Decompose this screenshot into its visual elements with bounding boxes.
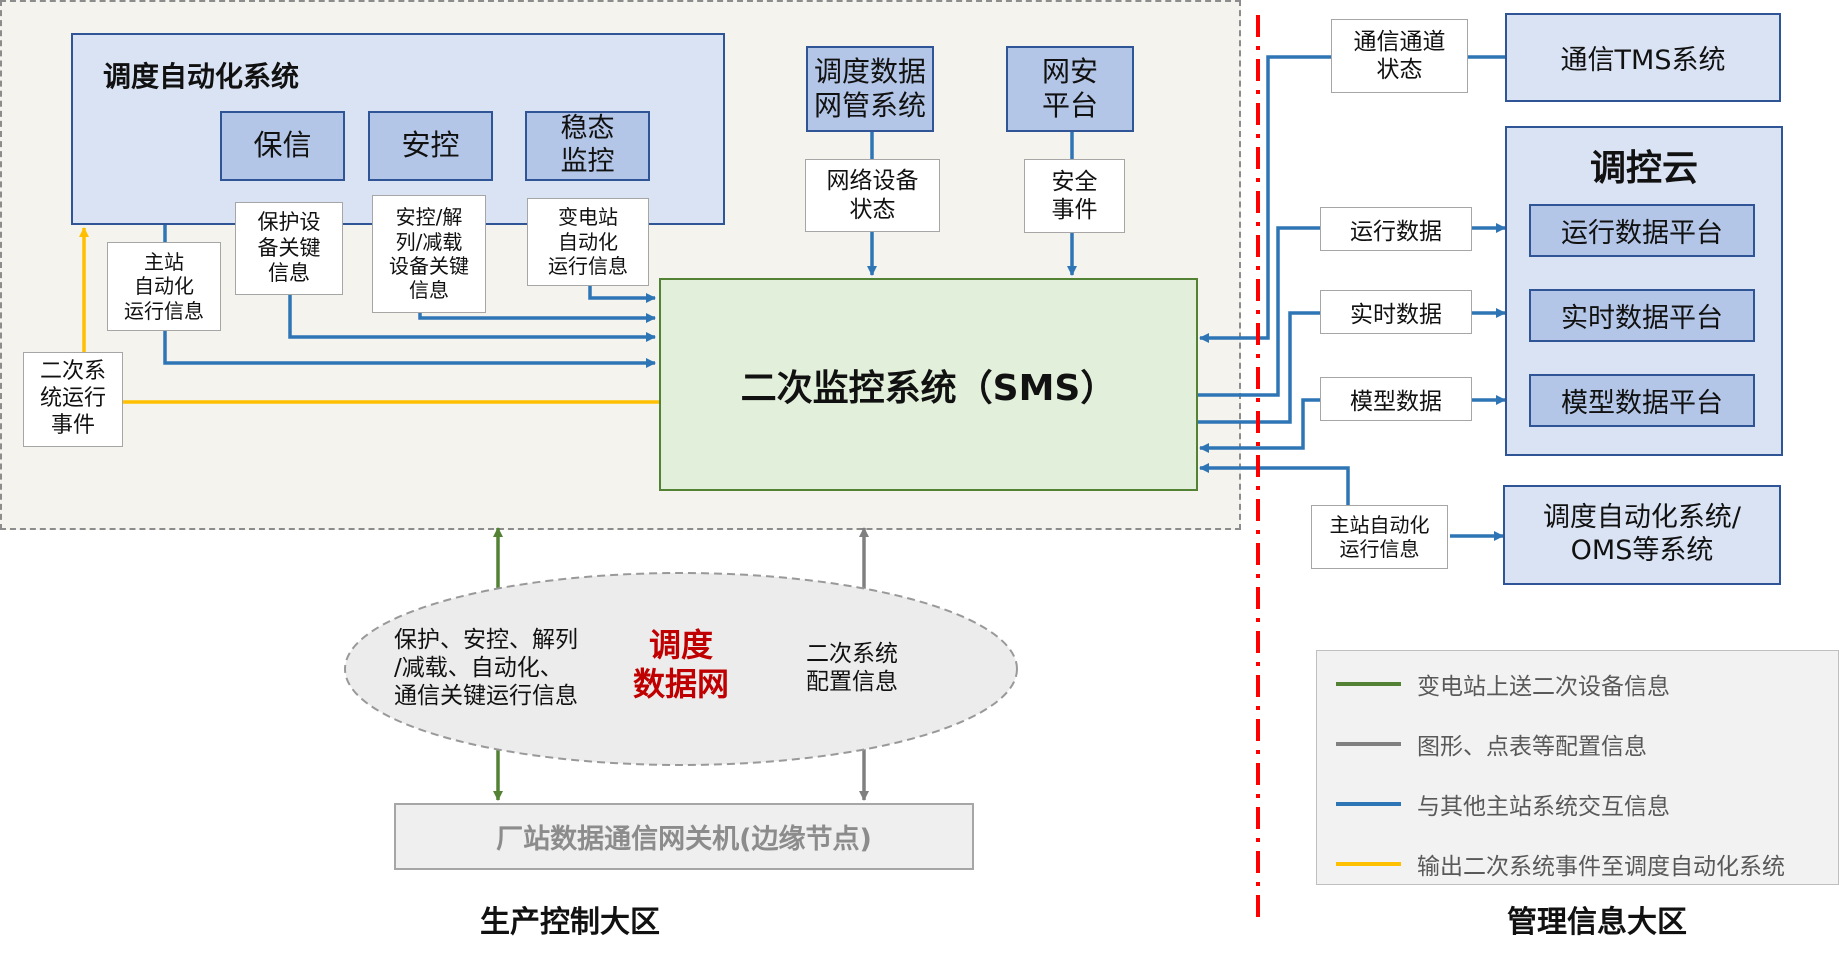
legend-label: 与其他主站系统交互信息 (1417, 794, 1670, 820)
legend-swatch (1336, 682, 1401, 686)
module-ankong[interactable]: 安控 (368, 111, 493, 181)
legend-item: 输出二次系统事件至调度自动化系统 (1317, 845, 1838, 883)
gateway-box[interactable]: 厂站数据通信网关机(边缘节点) (394, 803, 974, 870)
label-comm-status: 通信通道 状态 (1331, 19, 1468, 93)
label-station-auto-info: 变电站 自动化 运行信息 (527, 198, 649, 286)
module-steady-monitor[interactable]: 稳态 监控 (525, 111, 650, 181)
network-left-text: 保护、安控、解列 /减载、自动化、 通信关键运行信息 (394, 627, 578, 710)
cloud-model-data-platform[interactable]: 模型数据平台 (1529, 374, 1755, 427)
dispatch-auto-title: 调度自动化系统 (103, 60, 300, 93)
sms-system[interactable]: 二次监控系统（SMS） (659, 278, 1198, 491)
wire-comm-status (1199, 55, 1331, 343)
label-network-device-status: 网络设备 状态 (805, 159, 940, 232)
wire-master-auto (1199, 463, 1350, 505)
netmgmt-system[interactable]: 调度数据 网管系统 (806, 46, 934, 132)
legend-label: 图形、点表等配置信息 (1417, 734, 1647, 760)
cloud-run-data-platform[interactable]: 运行数据平台 (1529, 204, 1755, 257)
label-model-data: 模型数据 (1320, 377, 1472, 421)
label-run-data: 运行数据 (1320, 207, 1472, 251)
cloud-title: 调控云 (1589, 148, 1698, 189)
label-security-event: 安全 事件 (1024, 159, 1125, 233)
cloud-realtime-data-platform[interactable]: 实时数据平台 (1529, 289, 1755, 342)
legend-swatch (1336, 802, 1401, 806)
zone-label-management: 管理信息大区 (1507, 905, 1687, 940)
label-master-station-info: 主站 自动化 运行信息 (107, 242, 221, 331)
tms-system[interactable]: 通信TMS系统 (1505, 13, 1781, 102)
legend-item: 图形、点表等配置信息 (1317, 725, 1838, 763)
wire-model-data (1199, 398, 1320, 453)
network-title: 调度 数据网 (632, 625, 729, 703)
legend-label: 输出二次系统事件至调度自动化系统 (1417, 854, 1785, 880)
network-ellipse (344, 572, 1018, 766)
label-master-auto-info: 主站自动化 运行信息 (1311, 505, 1448, 569)
legend: 变电站上送二次设备信息图形、点表等配置信息与其他主站系统交互信息输出二次系统事件… (1316, 650, 1839, 885)
legend-item: 与其他主站系统交互信息 (1317, 785, 1838, 823)
wire-run-data (1198, 226, 1320, 397)
legend-swatch (1336, 862, 1401, 866)
network-right-text: 二次系统 配置信息 (806, 641, 898, 696)
module-baoxin[interactable]: 保信 (220, 111, 345, 181)
zone-label-production: 生产控制大区 (480, 905, 660, 940)
legend-label: 变电站上送二次设备信息 (1417, 674, 1670, 700)
label-realtime-data: 实时数据 (1320, 290, 1472, 334)
legend-rows: 变电站上送二次设备信息图形、点表等配置信息与其他主站系统交互信息输出二次系统事件… (1317, 665, 1838, 883)
netsec-platform[interactable]: 网安 平台 (1006, 46, 1134, 132)
label-secondary-event: 二次系 统运行 事件 (23, 352, 123, 447)
label-ankong-info: 安控/解 列/减载 设备关键 信息 (372, 195, 486, 313)
oms-system[interactable]: 调度自动化系统/ OMS等系统 (1503, 485, 1781, 585)
label-protection-info: 保护设 备关键 信息 (235, 202, 343, 295)
wire-realtime-data (1198, 311, 1320, 424)
legend-swatch (1336, 742, 1401, 746)
legend-item: 变电站上送二次设备信息 (1317, 665, 1838, 703)
